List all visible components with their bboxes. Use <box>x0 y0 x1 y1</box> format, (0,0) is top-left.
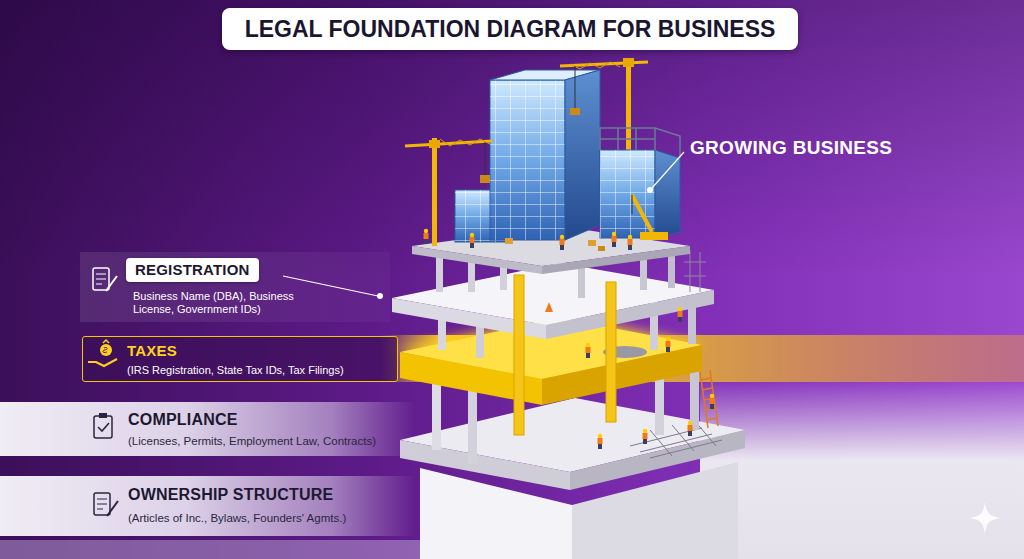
clipboard-clip <box>99 413 107 418</box>
worker-figure <box>666 337 671 352</box>
currency-mark <box>103 347 107 352</box>
worker-figure <box>710 394 715 409</box>
crane-cable <box>575 66 576 108</box>
layer-band: COMPLIANCE (Licenses, Permits, Employment… <box>0 402 415 456</box>
leader-line <box>652 152 684 188</box>
worker-figure <box>688 421 693 436</box>
document-lines <box>96 274 106 284</box>
document-icon <box>93 268 109 290</box>
top-slab-side <box>542 246 690 274</box>
pen-icon <box>106 276 117 291</box>
crate <box>598 246 605 251</box>
worker-figure <box>586 343 591 358</box>
worker-figure <box>678 307 683 322</box>
worker-figure <box>560 235 565 250</box>
crane-lattice <box>440 139 490 146</box>
layer-heading: REGISTRATION <box>126 258 259 282</box>
check-mark <box>98 423 109 431</box>
wing-side <box>655 150 680 238</box>
pen-icon <box>107 501 118 516</box>
registration-slab-side <box>546 290 714 339</box>
layer-band: OWNERSHIP STRUCTURE (Articles of Inc., By… <box>0 476 415 536</box>
glass-windows <box>600 150 655 238</box>
layer-heading: COMPLIANCE <box>128 410 238 429</box>
mobile-crane-arm <box>632 195 652 232</box>
tax-slab-side <box>542 345 702 405</box>
traffic-cone <box>545 302 553 312</box>
layer-band: REGISTRATION Business Name (DBA), Busines… <box>80 252 390 322</box>
floor-area <box>700 380 1024 559</box>
layer-description: (Articles of Inc., Bylaws, Founders' Agm… <box>128 511 346 525</box>
crate <box>588 240 596 246</box>
steel-frame <box>600 128 680 158</box>
worker-figure <box>628 235 633 250</box>
document-lines <box>97 499 107 509</box>
steel-column <box>606 282 616 422</box>
scaffold <box>684 250 706 292</box>
money-bag-tie <box>103 340 109 343</box>
layer-band: TAXES (IRS Registration, State Tax IDs, T… <box>82 336 398 382</box>
hand-icon <box>88 359 117 366</box>
crane-cab <box>429 140 440 148</box>
ladder <box>700 370 718 428</box>
crane-load <box>480 175 490 183</box>
floor-strip <box>0 540 430 559</box>
worker-figure <box>470 233 475 248</box>
layer-heading: TAXES <box>127 342 177 360</box>
steel-column <box>514 275 524 435</box>
money-bag-icon <box>100 344 112 356</box>
mobile-crane-base <box>640 232 668 240</box>
worker-figure <box>643 429 648 444</box>
diagram-title: LEGAL FOUNDATION DIAGRAM FOR BUSINESS <box>222 8 798 50</box>
crane-cab <box>623 58 634 67</box>
tower-side <box>565 70 600 240</box>
worker-figure <box>598 434 603 449</box>
top-slab-side <box>412 246 542 274</box>
crane-cable <box>632 195 633 214</box>
layer-description: Business Name (DBA), Business License, G… <box>133 290 318 316</box>
crane-load <box>570 108 580 115</box>
layer-description: (Licenses, Permits, Employment Law, Cont… <box>128 434 376 448</box>
clipboard-icon <box>94 416 112 438</box>
worker-figure <box>424 229 429 244</box>
layer-heading: OWNERSHIP STRUCTURE <box>128 485 333 504</box>
document-icon <box>94 493 110 515</box>
leader-line <box>283 276 378 296</box>
sparkle-watermark <box>969 502 1001 534</box>
crate <box>505 238 513 244</box>
layer-description: (IRS Registration, State Tax IDs, Tax Fi… <box>127 364 344 377</box>
leader-dot <box>647 187 653 193</box>
leader-dot <box>377 293 383 299</box>
crane-lattice <box>570 62 620 69</box>
glass-wing <box>600 150 655 238</box>
crane-cable <box>485 142 486 175</box>
glass-windows <box>490 80 565 240</box>
crane-mast <box>432 138 437 246</box>
callout-label: GROWING BUSINESS <box>690 137 892 159</box>
glass-tower <box>490 80 565 240</box>
foundation-side <box>400 440 570 490</box>
worker-figure <box>612 232 617 247</box>
